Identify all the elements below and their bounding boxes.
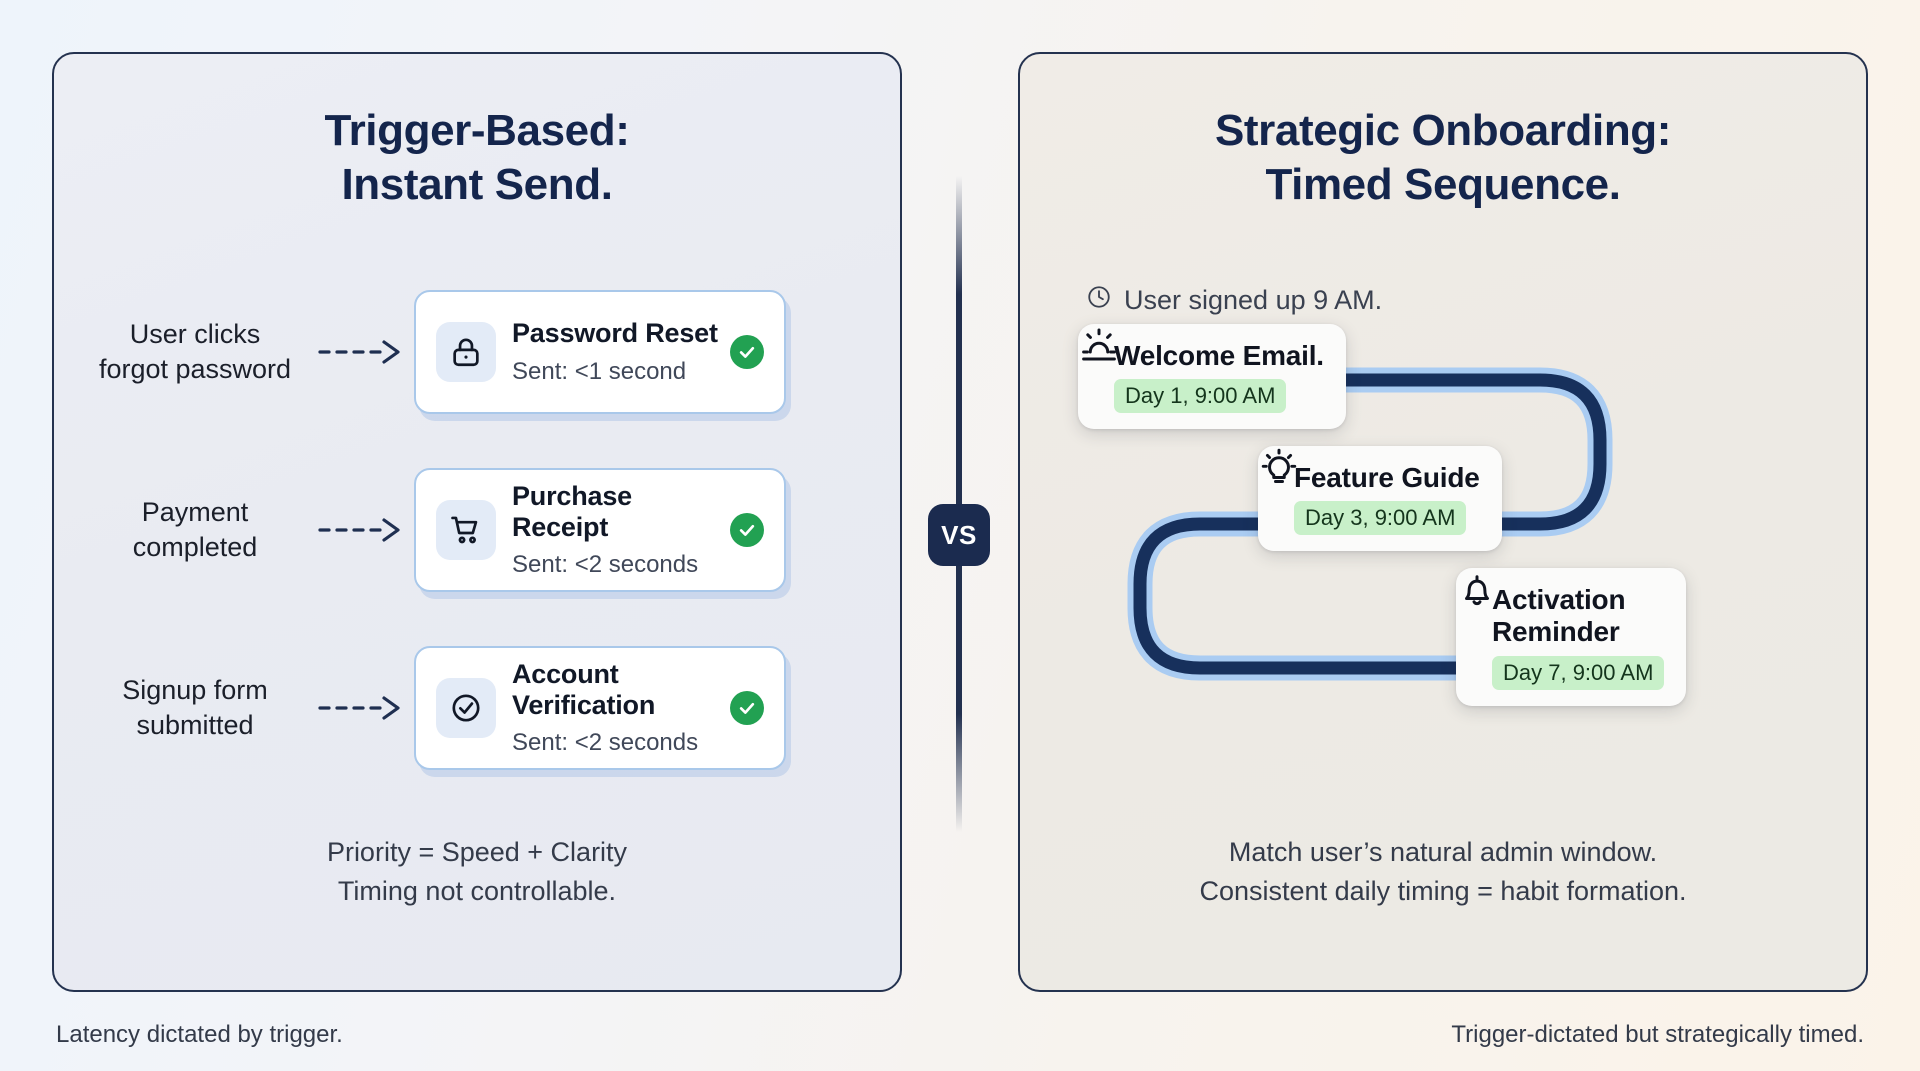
trigger-row: Payment completed xyxy=(54,464,900,596)
trigger-row: Signup form submitted Ac xyxy=(54,642,900,774)
status-check-icon xyxy=(730,335,764,369)
email-card-title: Account Verification xyxy=(512,658,656,720)
email-card-text: Account Verification Sent: <2 seconds xyxy=(512,659,722,757)
trigger-label: User clicks forgot password xyxy=(98,319,292,384)
signup-note: User signed up 9 AM. xyxy=(1086,284,1382,317)
signup-note-text: User signed up 9 AM. xyxy=(1124,285,1383,315)
trigger-rows: User clicks forgot password xyxy=(54,286,900,820)
right-panel: Strategic Onboarding: Timed Sequence. Us… xyxy=(1018,52,1868,992)
shopping-cart-icon xyxy=(436,500,496,560)
step-body: Welcome Email. Day 1, 9:00 AM xyxy=(1114,340,1324,414)
status-check-icon xyxy=(730,691,764,725)
step-card[interactable]: Welcome Email. Day 1, 9:00 AM xyxy=(1078,324,1346,430)
check-circle-icon xyxy=(436,678,496,738)
lock-icon xyxy=(436,322,496,382)
trigger-row: User clicks forgot password xyxy=(54,286,900,418)
step-card[interactable]: Feature Guide Day 3, 9:00 AM xyxy=(1258,446,1502,552)
step-card[interactable]: Activation Reminder Day 7, 9:00 AM xyxy=(1456,568,1687,706)
email-card-subtitle: Sent: <1 second xyxy=(512,357,687,385)
step-body: Activation Reminder Day 7, 9:00 AM xyxy=(1492,584,1665,690)
step-title: Feature Guide xyxy=(1294,462,1480,493)
email-card-text: Purchase Receipt Sent: <2 seconds xyxy=(512,481,722,579)
step-day-badge: Day 7, 9:00 AM xyxy=(1492,655,1665,690)
right-panel-title: Strategic Onboarding: Timed Sequence. xyxy=(1214,106,1672,209)
step-title: Activation Reminder xyxy=(1492,584,1626,648)
left-caption: Latency dictated by trigger. xyxy=(56,1021,343,1048)
vs-badge: VS xyxy=(928,504,990,566)
left-panel-title: Trigger-Based: Instant Send. xyxy=(324,106,630,209)
left-panel-footnote: Priority = Speed + Clarity Timing not co… xyxy=(326,837,628,906)
email-card[interactable]: Password Reset Sent: <1 second xyxy=(414,290,786,414)
email-card-subtitle: Sent: <2 seconds xyxy=(512,729,699,757)
dashed-arrow-icon xyxy=(318,337,410,367)
right-caption: Trigger-dictated but strategically timed… xyxy=(1451,1021,1864,1048)
email-card[interactable]: Account Verification Sent: <2 seconds xyxy=(414,646,786,770)
step-body: Feature Guide Day 3, 9:00 AM xyxy=(1294,462,1480,536)
dashed-arrow-icon xyxy=(318,693,410,723)
email-card[interactable]: Purchase Receipt Sent: <2 seconds xyxy=(414,468,786,592)
dashed-arrow-icon xyxy=(318,515,410,545)
email-card-text: Password Reset Sent: <1 second xyxy=(512,318,722,385)
email-card-subtitle: Sent: <2 seconds xyxy=(512,551,699,579)
status-check-icon xyxy=(730,513,764,547)
trigger-label: Payment completed xyxy=(132,497,258,562)
email-card-title: Purchase Receipt xyxy=(512,480,632,542)
timed-sequence-flow: Welcome Email. Day 1, 9:00 AM xyxy=(1020,324,1870,744)
left-panel: Trigger-Based: Instant Send. User clicks… xyxy=(52,52,902,992)
email-card-title: Password Reset xyxy=(512,318,718,349)
trigger-label: Signup form submitted xyxy=(122,675,268,740)
right-panel-footnote: Match user’s natural admin window. Consi… xyxy=(1199,837,1687,906)
step-day-badge: Day 1, 9:00 AM xyxy=(1114,379,1287,414)
step-title: Welcome Email. xyxy=(1114,340,1324,371)
step-day-badge: Day 3, 9:00 AM xyxy=(1294,501,1467,536)
clock-icon xyxy=(1086,284,1112,317)
